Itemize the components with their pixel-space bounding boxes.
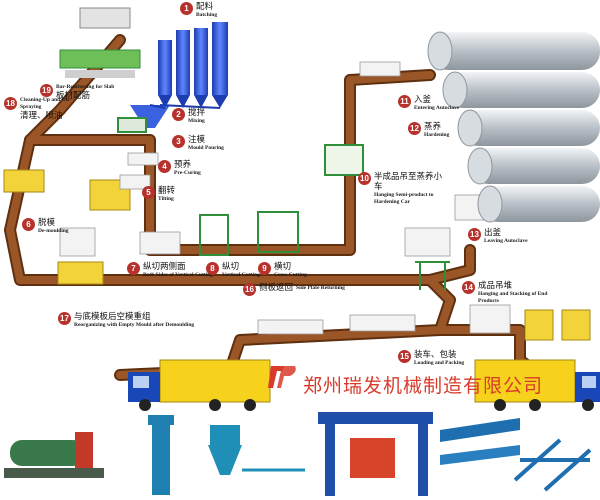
step-title-en: Cross Cutting [274, 272, 307, 278]
truck-left [128, 359, 271, 411]
step-title-en: Loading and Packing [414, 360, 465, 366]
step-title-en: Cleaning-Up and Oil-Spraying [20, 97, 71, 110]
step-title-en: Side Plate Returning [296, 284, 345, 291]
step-title-zh: 半成品吊至蒸养小车 [374, 172, 443, 192]
step-number: 7 [127, 262, 140, 275]
company-name: 郑州瑞发机械制造有限公司 [303, 375, 544, 397]
step-number: 11 [398, 95, 411, 108]
step-title-zh: 预养 [174, 160, 192, 170]
step-number: 4 [158, 160, 171, 173]
step-title-en: Both Sides of Vertical Cutting [143, 272, 213, 278]
block-stacks [59, 61, 511, 335]
truck-right [474, 359, 600, 411]
step-title-en: De-moulding [38, 228, 69, 234]
stacking-crane [415, 261, 450, 290]
batching-silos [130, 22, 228, 128]
step-title-en: Hanging Semi-product to Hardening Car [374, 192, 434, 205]
step-title-en: Reorganizing with Empty Mould after Demo… [74, 322, 195, 328]
step-title-en: Hanging and Stacking of End Products [478, 291, 548, 304]
step-title-zh: 侧板返回 [259, 283, 294, 293]
step-title-en: Entering Autoclave [414, 105, 460, 111]
step-title-zh: 清理、喷油 [20, 111, 63, 121]
step-number: 14 [462, 281, 475, 294]
step-title-zh: 装车、包装 [414, 350, 457, 360]
step-title-zh: 脱模 [38, 218, 56, 228]
step-title-en: Batching [196, 12, 218, 18]
step-title-en: Bar-Reinforcing for Slab [56, 84, 115, 90]
step-title-zh: 翻转 [158, 186, 176, 196]
step-title-en: Tilting [158, 196, 174, 202]
step-title-en: Hardening [424, 132, 450, 138]
step-title-en: Leaving Autoclave [484, 238, 528, 244]
step-title-zh: 横切 [274, 262, 292, 272]
step-number: 13 [468, 228, 481, 241]
step-title-zh: 出釜 [484, 228, 502, 238]
cutting-stations [117, 117, 364, 256]
step-title-zh: 蒸养 [424, 122, 442, 132]
step-number: 3 [172, 135, 185, 148]
step-number: 5 [142, 186, 155, 199]
step-title-zh: 与底模板后空模重组 [74, 312, 151, 322]
step-number: 2 [172, 108, 185, 121]
step-title-zh: 配料 [196, 2, 214, 12]
step-number: 9 [258, 262, 271, 275]
step-number: 1 [180, 2, 193, 15]
autoclaves [427, 31, 600, 223]
step-title-zh: 纵切两侧面 [143, 262, 186, 272]
step-number: 6 [22, 218, 35, 231]
step-title-zh: 入釜 [414, 95, 432, 105]
step-title-en: Mixing [188, 118, 205, 124]
step-title-zh: 搅拌 [188, 108, 206, 118]
step-number: 15 [398, 350, 411, 363]
step-number: 17 [58, 312, 71, 325]
step-number: 19 [40, 84, 53, 97]
step-title-zh: 纵切 [222, 262, 240, 272]
step-number: 18 [4, 97, 17, 110]
step-title-zh: 成品吊堆 [478, 281, 513, 291]
step-title-en: Pre-Curing [174, 170, 201, 176]
step-number: 10 [358, 172, 371, 185]
step-title-en: Vertical Cutting [222, 272, 260, 278]
step-number: 12 [408, 122, 421, 135]
equipment-row [4, 412, 592, 496]
rebar-station [59, 7, 141, 78]
step-title-zh: 注模 [188, 135, 206, 145]
company-logo [268, 362, 298, 397]
step-number: 8 [206, 262, 219, 275]
step-title-en: Mould Pouring [188, 145, 224, 151]
step-number: 16 [243, 283, 256, 296]
step-title-zh: 板材配筋 [56, 91, 91, 101]
